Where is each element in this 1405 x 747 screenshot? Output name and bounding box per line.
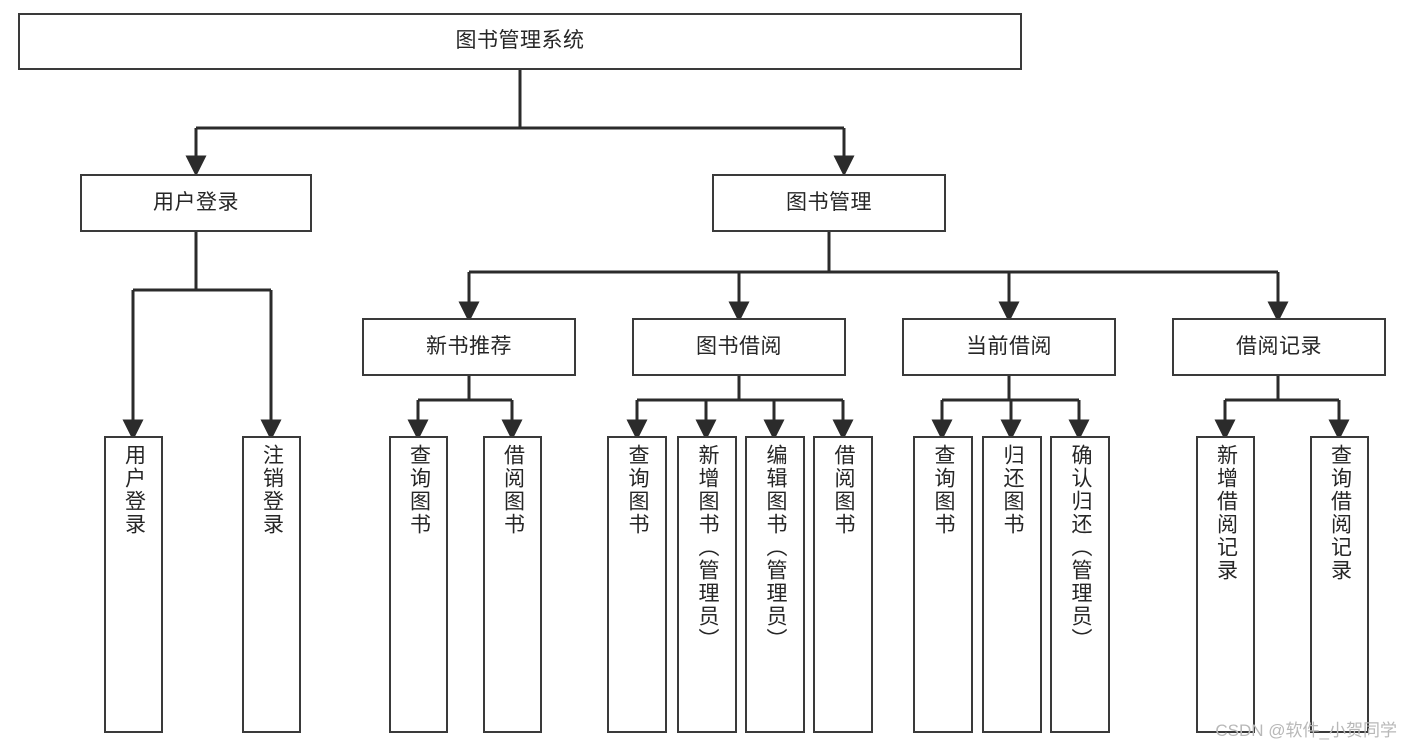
leaf-current-borrow-confirm-return-admin[interactable]: 确认归还（管理员） bbox=[1050, 436, 1110, 733]
node-label: 用户登录 bbox=[122, 444, 146, 536]
node-label: 借阅记录 bbox=[1236, 334, 1322, 358]
node-label: 借阅图书 bbox=[501, 444, 525, 536]
leaf-borrow-record-add-record[interactable]: 新增借阅记录 bbox=[1196, 436, 1255, 733]
node-label: 当前借阅 bbox=[966, 334, 1052, 358]
node-label: 借阅图书 bbox=[832, 444, 856, 536]
node-label: 图书管理 bbox=[786, 190, 872, 214]
leaf-book-borrow-add-book-admin[interactable]: 新增图书（管理员） bbox=[677, 436, 737, 733]
leaf-user-login-logout[interactable]: 注销登录 bbox=[242, 436, 301, 733]
node-new-book-recommend[interactable]: 新书推荐 bbox=[362, 318, 576, 376]
leaf-user-login-login[interactable]: 用户登录 bbox=[104, 436, 163, 733]
leaf-book-borrow-borrow-book[interactable]: 借阅图书 bbox=[813, 436, 873, 733]
node-label: 用户登录 bbox=[153, 190, 239, 214]
csdn-watermark: CSDN @软件_小贺同学 bbox=[1215, 721, 1397, 740]
node-label: 查询图书 bbox=[407, 444, 431, 536]
node-book-borrow[interactable]: 图书借阅 bbox=[632, 318, 846, 376]
leaf-current-borrow-return-book[interactable]: 归还图书 bbox=[982, 436, 1042, 733]
node-label: 归还图书 bbox=[1001, 444, 1025, 536]
node-label: 编辑图书（管理员） bbox=[764, 444, 788, 651]
node-label: 查询图书 bbox=[932, 444, 956, 536]
node-label: 查询借阅记录 bbox=[1328, 444, 1352, 582]
node-label: 查询图书 bbox=[626, 444, 650, 536]
node-book-management[interactable]: 图书管理 bbox=[712, 174, 946, 232]
leaf-new-book-borrow-book[interactable]: 借阅图书 bbox=[483, 436, 542, 733]
node-label: 图书借阅 bbox=[696, 334, 782, 358]
node-label: 确认归还（管理员） bbox=[1069, 444, 1093, 651]
node-borrow-record[interactable]: 借阅记录 bbox=[1172, 318, 1386, 376]
leaf-current-borrow-query-book[interactable]: 查询图书 bbox=[913, 436, 973, 733]
node-label: 注销登录 bbox=[260, 444, 284, 536]
node-label: 图书管理系统 bbox=[455, 29, 585, 53]
leaf-borrow-record-query-record[interactable]: 查询借阅记录 bbox=[1310, 436, 1369, 733]
leaf-book-borrow-query-book[interactable]: 查询图书 bbox=[607, 436, 667, 733]
node-current-borrow[interactable]: 当前借阅 bbox=[902, 318, 1116, 376]
node-label: 新增图书（管理员） bbox=[696, 444, 720, 651]
leaf-book-borrow-edit-book-admin[interactable]: 编辑图书（管理员） bbox=[745, 436, 805, 733]
node-user-login[interactable]: 用户登录 bbox=[80, 174, 312, 232]
node-root-book-management-system[interactable]: 图书管理系统 bbox=[18, 13, 1022, 70]
node-label: 新书推荐 bbox=[426, 334, 512, 358]
node-label: 新增借阅记录 bbox=[1214, 444, 1238, 582]
leaf-new-book-query-book[interactable]: 查询图书 bbox=[389, 436, 448, 733]
